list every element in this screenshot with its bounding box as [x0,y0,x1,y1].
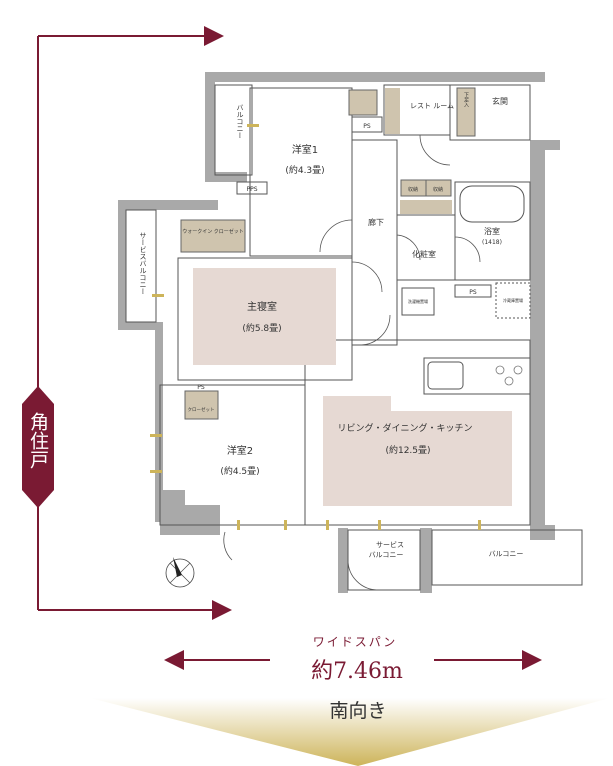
room-bath-size: (1418) [482,239,502,246]
fridge-label: 冷蔵庫置場 [503,297,523,303]
room-western1-name: 洋室1 [292,143,318,156]
room-master-name: 主寝室 [247,300,277,313]
master-bedroom-fill [193,268,336,365]
balcony-bottom-label: バルコニー [489,550,524,558]
service-balcony-bottom-label-2: バルコニー [369,551,404,559]
stove-icon [495,365,523,386]
room-outlines [125,84,583,591]
corner-unit-badge: 角住戸 [22,386,54,508]
room-powder-name: 化粧室 [412,249,436,259]
orientation-label: 南向き [329,700,386,722]
pps-label: PPS [246,186,257,193]
wide-span-value: 約7.46m [311,659,403,684]
wic-storage [180,219,246,253]
room-western2-name: 洋室2 [227,444,253,457]
room-hall-name: 廊下 [368,217,384,227]
sink [427,361,464,390]
bathtub [459,185,525,223]
ps-label-2: PS [469,289,477,296]
closet-w2 [184,390,219,420]
storage-label-2: 収納 [433,186,443,193]
wide-span-annotation: ワイドスパン 約7.46m [164,635,542,684]
corner-unit-bracket [37,26,232,620]
walls [118,72,560,593]
closet-w1 [348,89,378,116]
ps-label-3: PS [197,384,205,391]
shoe-storage [456,87,476,137]
ldk-fill [323,396,512,506]
window-markers [150,124,481,530]
badge-label: 角住戸 [27,412,49,469]
closet-w2-label: クローゼット [188,406,215,413]
compass-north-arrow-icon [165,557,195,588]
washer-label: 洗濯機置場 [408,298,428,304]
room-western2-size: (約4.5畳) [220,465,259,477]
room-labels: 洋室1 (約4.3畳) 主寝室 (約5.8畳) 洋室2 (約4.5畳) リビング… [182,96,508,477]
room-entrance-name: 玄関 [492,96,508,106]
room-master-size: (約5.8畳) [242,322,281,334]
washer-space [401,287,435,316]
service-balcony-left-label: サービスバルコニー [139,232,147,295]
storage-label-1: 収納 [408,186,418,193]
room-ldk-size: (約12.5畳) [385,444,430,456]
room-restroom-name: レスト ルーム [410,102,454,110]
service-balcony-bottom-label-1: サービス [376,540,404,549]
room-wic-name: ウォークイン クローゼット [182,228,244,235]
shoe-storage-label: 下足入 [463,92,469,107]
wide-span-title: ワイドスパン [313,635,398,649]
south-direction-arrow [90,698,610,766]
room-western1-size: (約4.3畳) [285,164,324,176]
vanity [400,200,452,214]
fixture-labels: バルコニー サービスバルコニー サービス バルコニー バルコニー PS PS P… [139,92,523,559]
balcony-w1-label: バルコニー [236,104,244,139]
room-fills [180,87,525,506]
ps-label-1: PS [363,123,371,130]
room-ldk-name: リビング・ダイニング・キッチン [337,422,472,434]
room-bath-name: 浴室 [484,226,500,236]
toilet-storage [385,88,400,134]
storage-2 [425,179,452,197]
door-swings [223,134,481,591]
